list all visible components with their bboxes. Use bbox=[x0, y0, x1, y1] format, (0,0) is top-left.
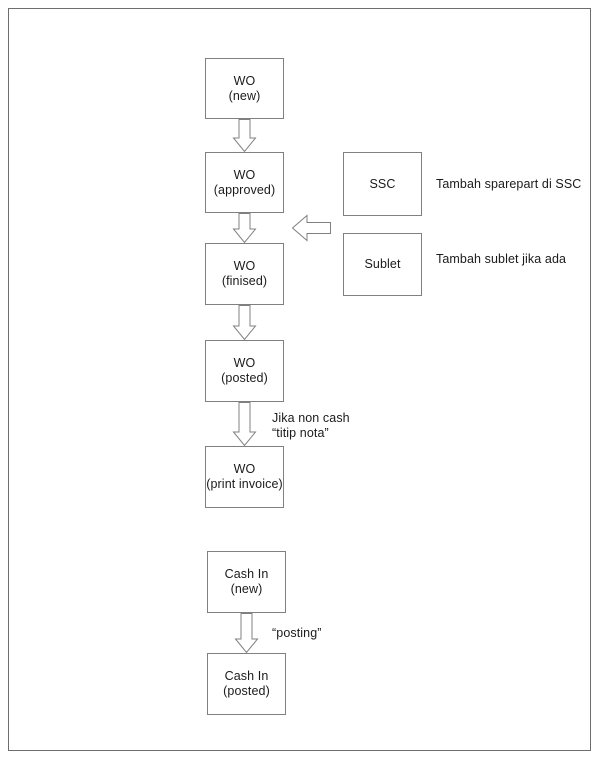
connector-wo-new-to-approved bbox=[232, 119, 257, 153]
node-wo-approved[interactable]: WO(approved) bbox=[205, 152, 284, 213]
node-ssc[interactable]: SSC bbox=[343, 152, 422, 216]
connector-wo-approved-to-finised bbox=[232, 213, 257, 244]
node-label-primary: WO bbox=[233, 462, 256, 476]
node-label-primary: Cash In bbox=[224, 669, 269, 683]
node-wo-print-invoice[interactable]: WO(print invoice) bbox=[205, 446, 284, 508]
node-label-secondary: (print invoice) bbox=[206, 477, 283, 491]
page-border bbox=[8, 8, 591, 751]
connector-wo-finised-to-posted bbox=[232, 305, 257, 341]
node-label-primary: SSC bbox=[369, 176, 396, 191]
node-label-primary: WO bbox=[233, 259, 256, 273]
node-label-primary: WO bbox=[233, 356, 256, 370]
node-label-secondary: (new) bbox=[228, 88, 261, 103]
node-label-secondary: (new) bbox=[230, 582, 263, 596]
node-cash-in-new[interactable]: Cash In(new) bbox=[207, 551, 286, 613]
arrow-down-icon bbox=[232, 213, 257, 244]
label-ssc-note: Tambah sparepart di SSC bbox=[436, 177, 582, 191]
node-label-primary: WO bbox=[233, 73, 256, 88]
node-label-secondary: (posted) bbox=[223, 684, 270, 698]
node-label-secondary: (posted) bbox=[221, 371, 268, 385]
arrow-down-icon bbox=[232, 119, 257, 153]
label-posting: “posting” bbox=[272, 626, 322, 640]
label-non-cash-2: “titip nota” bbox=[272, 426, 329, 440]
node-label-primary: WO bbox=[233, 167, 256, 182]
node-wo-posted[interactable]: WO(posted) bbox=[205, 340, 284, 402]
arrow-down-icon bbox=[232, 305, 257, 341]
arrow-down-icon bbox=[234, 613, 259, 654]
label-sublet-note: Tambah sublet jika ada bbox=[436, 252, 567, 266]
arrow-down-icon bbox=[232, 402, 257, 447]
node-label-secondary: (approved) bbox=[213, 182, 276, 197]
node-label-secondary: (finised) bbox=[221, 274, 268, 288]
connector-wo-posted-to-invoice bbox=[232, 402, 257, 447]
node-wo-finised[interactable]: WO(finised) bbox=[205, 243, 284, 305]
node-label-primary: Sublet bbox=[364, 257, 401, 271]
arrow-left-icon bbox=[291, 214, 331, 242]
connector-cashin-new-to-posted bbox=[234, 613, 259, 654]
node-wo-new[interactable]: WO(new) bbox=[205, 58, 284, 119]
connector-ssc-sublet-to-wo bbox=[291, 214, 331, 242]
node-label-primary: Cash In bbox=[224, 567, 269, 581]
node-sublet[interactable]: Sublet bbox=[343, 233, 422, 296]
node-cash-in-posted[interactable]: Cash In(posted) bbox=[207, 653, 286, 715]
label-non-cash-1: Jika non cash bbox=[272, 411, 350, 425]
